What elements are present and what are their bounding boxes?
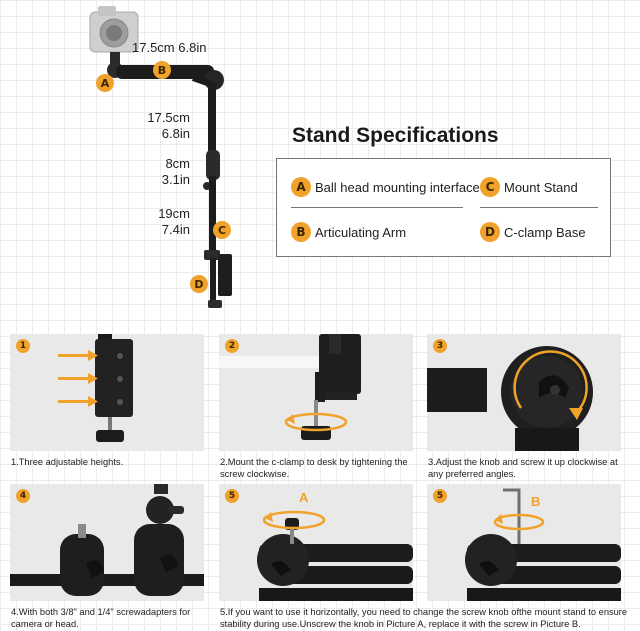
step-badge: 3	[433, 339, 447, 353]
clamp-heights-photo	[58, 334, 133, 442]
dim-top-arm: 17.5cm 6.8in	[132, 40, 207, 55]
spec-label: C-clamp Base	[504, 224, 586, 240]
picture-a-label: A	[299, 490, 309, 505]
spec-item-a: A Ball head mounting interface	[291, 177, 480, 197]
photo-panel-5b: B 5	[427, 484, 621, 601]
dim-upper-in: 6.8in	[161, 126, 190, 141]
caption-3: 3.Adjust the knob and screw it up clockw…	[428, 457, 618, 479]
knob-adjust-photo	[427, 346, 593, 451]
stand-diagram: 17.5cm 6.8in 17.5cm 6.8in 8cm 3.1in 19cm…	[80, 0, 280, 320]
photo-panel-3: 3	[427, 334, 621, 451]
spec-item-b: B Articulating Arm	[291, 222, 406, 242]
badge-d: D	[190, 275, 208, 293]
picture-a-knob-photo: A	[257, 490, 413, 601]
spec-label: Ball head mounting interface	[315, 179, 480, 195]
caption-5: 5.If you want to use it horizontally, yo…	[220, 607, 628, 629]
step-badge: 5	[225, 489, 239, 503]
divider	[291, 207, 463, 208]
spec-label: Mount Stand	[504, 179, 578, 195]
spec-item-c: C Mount Stand	[480, 177, 578, 197]
screw-adapters-photo	[10, 484, 204, 596]
badge-b: B	[153, 61, 171, 79]
photo-panel-4: 4	[10, 484, 204, 601]
dim-lower-cm: 19cm	[158, 206, 190, 221]
dim-mid-cm: 8cm	[165, 156, 190, 171]
badge-a: A	[96, 74, 114, 92]
spec-badge: C	[480, 177, 500, 197]
photo-panel-1: 1	[10, 334, 204, 451]
step-badge: 4	[16, 489, 30, 503]
caption-4: 4.With both 3/8" and 1/4" screwadapters …	[11, 607, 191, 629]
spec-badge: B	[291, 222, 311, 242]
dim-lower-in: 7.4in	[161, 222, 190, 237]
step-badge: 1	[16, 339, 30, 353]
picture-b-label: B	[531, 494, 540, 509]
clamp-mount-photo	[219, 334, 361, 440]
caption-1: 1.Three adjustable heights.	[11, 457, 124, 467]
picture-b-screw-photo: B	[465, 488, 621, 601]
stand-illustration	[89, 6, 232, 308]
spec-item-d: D C-clamp Base	[480, 222, 586, 242]
dim-mid-in: 3.1in	[161, 172, 190, 187]
step-badge: 5	[433, 489, 447, 503]
spec-box: A Ball head mounting interface C Mount S…	[276, 158, 611, 257]
divider	[480, 207, 598, 208]
spec-badge: A	[291, 177, 311, 197]
spec-label: Articulating Arm	[315, 224, 407, 240]
caption-2: 2.Mount the c-clamp to desk by tightenin…	[220, 457, 408, 479]
step-badge: 2	[225, 339, 239, 353]
spec-badge: D	[480, 222, 500, 242]
photo-panel-2: 2	[219, 334, 413, 451]
photo-panel-5a: A 5	[219, 484, 413, 601]
dim-upper-cm: 17.5cm	[147, 110, 190, 125]
camera-icon	[89, 6, 139, 53]
spec-title: Stand Specifications	[292, 124, 499, 147]
badge-c: C	[213, 221, 231, 239]
